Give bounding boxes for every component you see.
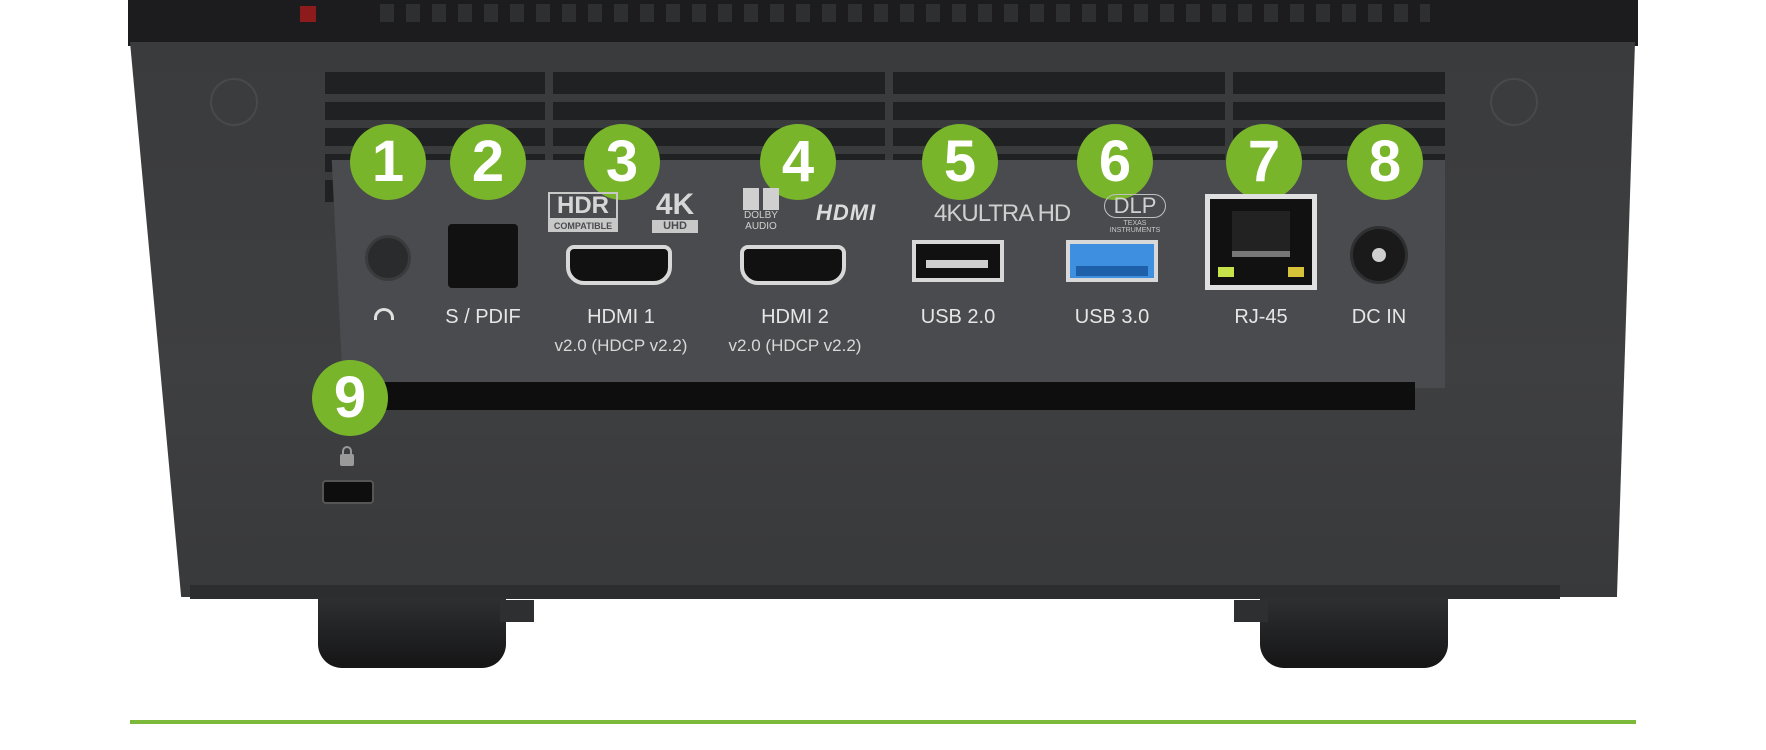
lock-icon [340, 446, 354, 466]
link-led-left [1218, 267, 1234, 277]
top-vent-slots [380, 4, 1430, 22]
screw-hole-left [210, 78, 258, 126]
spdif-label: S / PDIF [445, 306, 521, 328]
badge-1: 1 [350, 124, 426, 200]
hdmi-1-port[interactable] [566, 245, 672, 285]
badge-2: 2 [450, 124, 526, 200]
badge-5: 5 [922, 124, 998, 200]
hdmi-logo: HDMI [816, 200, 877, 225]
dlp-logo: DLP TEXAS INSTRUMENTS [1100, 194, 1170, 234]
rj45-label: RJ-45 [1234, 306, 1288, 328]
screw-hole-right [1490, 78, 1538, 126]
hdmi-1-sub-label: v2.0 (HDCP v2.2) [554, 336, 688, 355]
usb-3-label: USB 3.0 [1074, 306, 1150, 328]
dolby-audio-logo: DOLBY AUDIO [736, 188, 786, 232]
dolby-icon [743, 188, 779, 210]
hdmi-2-port[interactable] [740, 245, 846, 285]
headphone-port[interactable] [365, 235, 411, 281]
foot-right-bracket [1234, 600, 1268, 622]
badge-7: 7 [1226, 124, 1302, 200]
headphone-icon [374, 308, 394, 320]
foot-left-bracket [500, 600, 534, 622]
usb-2-label: USB 2.0 [920, 306, 996, 328]
rj45-port[interactable] [1205, 194, 1317, 290]
badge-4: 4 [760, 124, 836, 200]
top-indicator [300, 6, 316, 22]
link-led-right [1288, 267, 1304, 277]
usb-2-port[interactable] [912, 240, 1004, 282]
divider-line [130, 720, 1636, 724]
kensington-lock-slot[interactable] [322, 480, 374, 504]
hdmi-2-sub-label: v2.0 (HDCP v2.2) [728, 336, 862, 355]
ultra-hd-logo: 4KULTRA HD [934, 200, 1071, 227]
chassis-bottom-edge [190, 585, 1560, 599]
usb-3-port[interactable] [1066, 240, 1158, 282]
dc-in-label: DC IN [1351, 306, 1407, 328]
hdr-logo: HDR COMPATIBLE [548, 192, 618, 232]
dc-in-port[interactable] [1350, 226, 1408, 284]
hdmi-2-label: HDMI 2 [761, 306, 829, 328]
bottom-slot [360, 382, 1415, 410]
badge-6: 6 [1077, 124, 1153, 200]
foot-left [318, 598, 506, 668]
spdif-port[interactable] [448, 224, 518, 288]
4k-uhd-logo: 4K UHD [652, 190, 698, 233]
badge-3: 3 [584, 124, 660, 200]
foot-right [1260, 598, 1448, 668]
badge-8: 8 [1347, 124, 1423, 200]
hdmi-1-label: HDMI 1 [587, 306, 655, 328]
badge-9: 9 [312, 360, 388, 436]
